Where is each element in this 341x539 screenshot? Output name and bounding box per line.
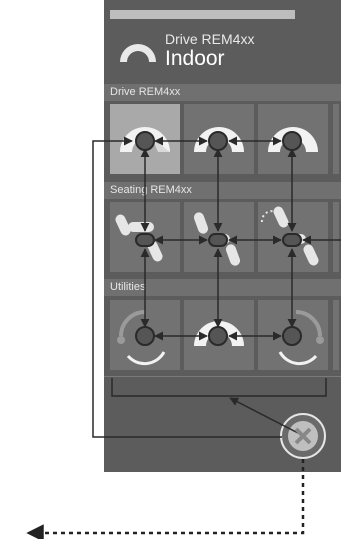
utility-tile-more[interactable] bbox=[333, 300, 339, 370]
seating-tile-more[interactable] bbox=[333, 202, 339, 272]
drive-tile-more[interactable] bbox=[333, 104, 339, 174]
divider bbox=[104, 376, 341, 377]
section-label-utilities: Utilities bbox=[104, 279, 341, 296]
section-label-seating: Seating REM4xx bbox=[104, 182, 341, 199]
profile-name: Indoor bbox=[165, 47, 225, 70]
device-name: Drive REM4xx bbox=[165, 31, 255, 47]
section-label-drive: Drive REM4xx bbox=[104, 84, 341, 101]
exit-button[interactable] bbox=[280, 413, 326, 459]
speed-gauge-icon bbox=[194, 127, 244, 152]
status-bar bbox=[110, 10, 295, 19]
close-icon bbox=[294, 427, 312, 445]
speed-gauge-icon bbox=[120, 44, 156, 62]
utility-dial-icon bbox=[278, 310, 324, 366]
speed-gauge-icon bbox=[268, 127, 318, 152]
